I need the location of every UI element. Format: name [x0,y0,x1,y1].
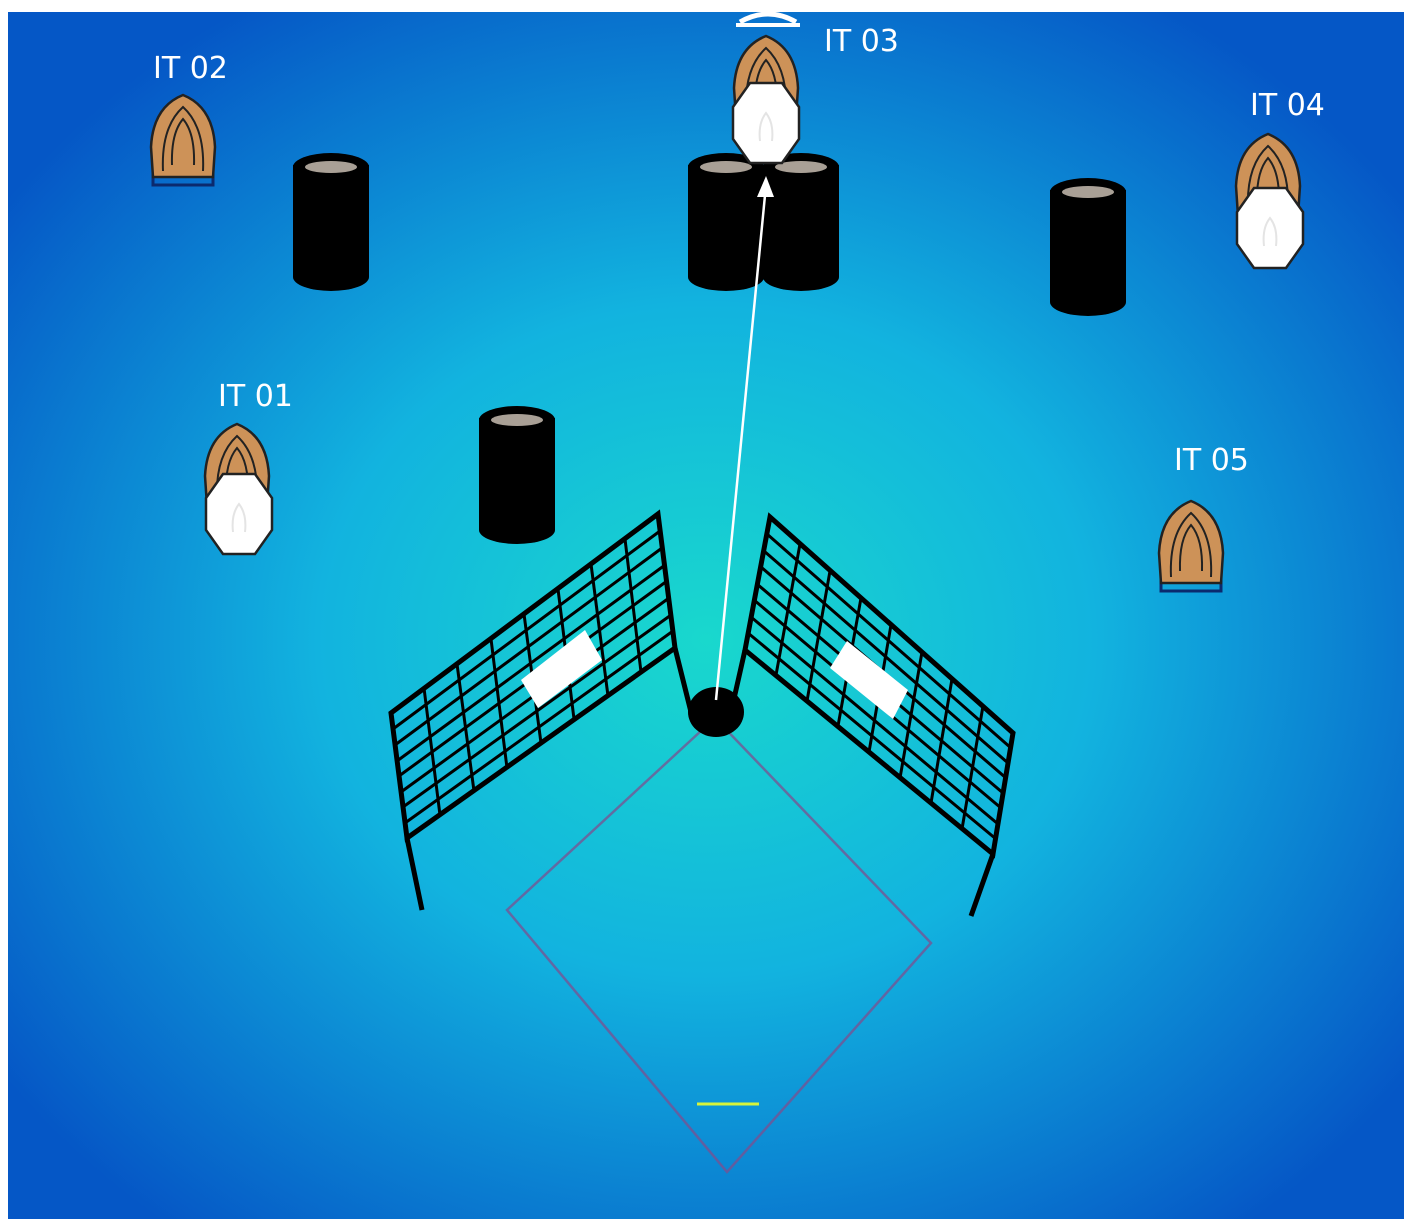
barrel-icon [293,153,369,291]
no-shoot-octagon-icon [1237,188,1303,268]
target-label-it-05: IT 05 [1174,443,1249,478]
target-label-it-02: IT 02 [153,51,228,86]
target-label-it-01: IT 01 [218,379,293,414]
target-it-03 [733,36,799,163]
barrel-icon [1050,178,1126,316]
target-label-it-03: IT 03 [824,24,899,59]
no-shoot-octagon-icon [206,474,272,554]
no-shoot-octagon-icon [733,83,799,163]
target-label-it-04: IT 04 [1250,88,1325,123]
barrel-icon [479,406,555,544]
target-it-04 [1236,134,1303,268]
barrel-icon [763,153,839,291]
barrel-icon [688,153,764,291]
